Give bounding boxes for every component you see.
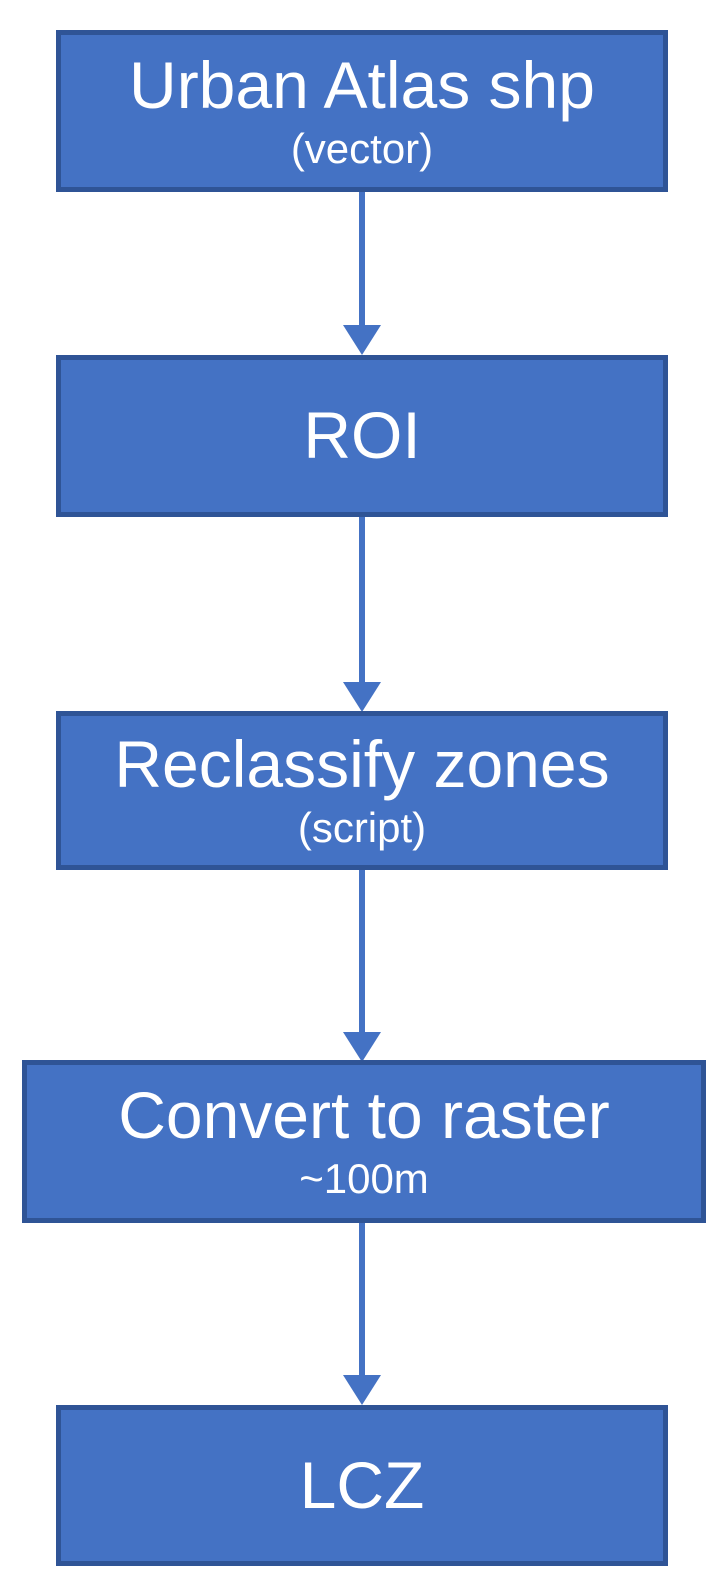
node-label: Convert to raster <box>118 1078 610 1153</box>
flow-node-convert-to-raster: Convert to raster ~100m <box>22 1060 706 1223</box>
connector-reclassify-to-convert <box>340 870 384 1062</box>
node-sublabel: (script) <box>297 804 427 852</box>
arrow-line <box>359 192 365 325</box>
arrow-line <box>359 517 365 682</box>
node-sublabel: ~100m <box>299 1155 429 1203</box>
arrow-down-icon <box>343 325 381 355</box>
node-label: LCZ <box>299 1447 425 1522</box>
arrow-line <box>359 870 365 1032</box>
flow-node-roi: ROI <box>56 355 668 517</box>
connector-roi-to-reclassify <box>340 517 384 712</box>
flow-node-reclassify-zones: Reclassify zones (script) <box>56 711 668 870</box>
node-sublabel: (vector) <box>290 124 434 172</box>
flow-node-urban-atlas-shp: Urban Atlas shp (vector) <box>56 30 668 192</box>
node-label: ROI <box>303 398 421 473</box>
flow-node-lcz: LCZ <box>56 1405 668 1566</box>
node-label: Reclassify zones <box>114 727 610 802</box>
arrow-down-icon <box>343 1375 381 1405</box>
arrow-down-icon <box>343 682 381 712</box>
node-label: Urban Atlas shp <box>129 47 595 122</box>
connector-convert-to-lcz <box>340 1223 384 1405</box>
connector-urban-to-roi <box>340 192 384 355</box>
arrow-line <box>359 1223 365 1375</box>
arrow-down-icon <box>343 1032 381 1062</box>
